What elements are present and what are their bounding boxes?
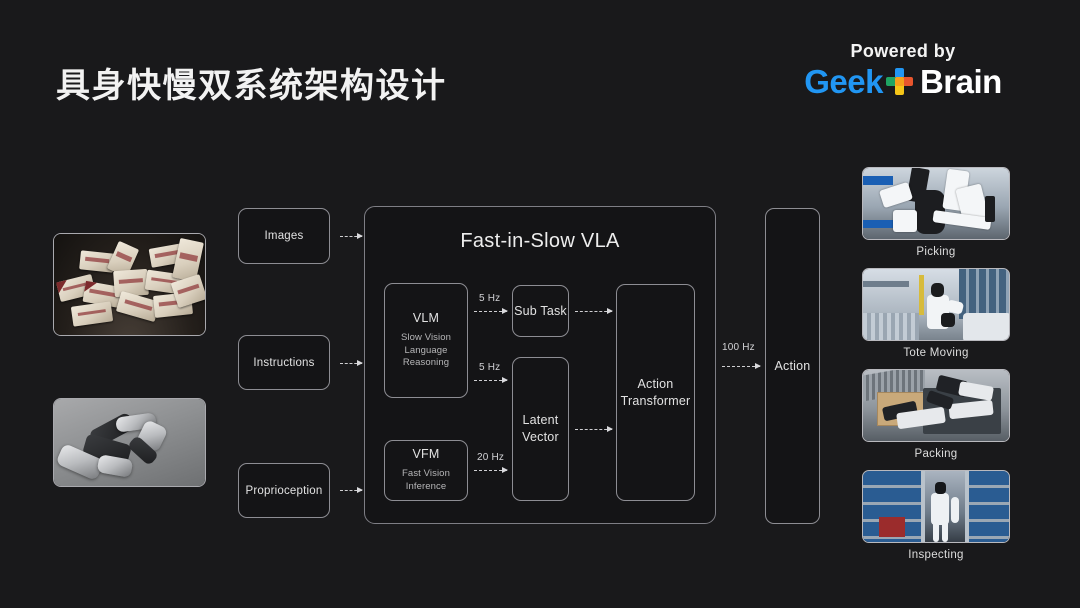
node-images-label: Images — [264, 230, 304, 242]
arrow-vlm-to-sub-task — [474, 308, 508, 315]
brand-geek-text: Geek — [804, 62, 883, 100]
task-thumb-packing — [862, 369, 1010, 442]
node-vlm[interactable]: VLM Slow Vision Language Reasoning — [384, 283, 468, 398]
task-caption-picking: Picking — [916, 246, 956, 258]
node-vlm-label: VLM — [412, 310, 440, 325]
arrow-instructions-to-vla — [340, 360, 363, 367]
node-vfm-label: VFM — [412, 447, 440, 462]
node-latent-vector-label: Latent Vector — [522, 413, 559, 444]
node-action[interactable]: Action — [765, 208, 820, 524]
arrow-latent-vector-to-action-transformer — [575, 426, 613, 433]
task-caption-tote-moving: Tote Moving — [903, 347, 969, 359]
node-action-transformer[interactable]: Action Transformer — [616, 284, 695, 501]
task-card-picking[interactable]: Picking — [862, 167, 1010, 258]
node-sub-task[interactable]: Sub Task — [512, 285, 569, 337]
task-thumb-picking — [862, 167, 1010, 240]
task-caption-inspecting: Inspecting — [908, 549, 964, 561]
node-instructions-label: Instructions — [253, 356, 315, 369]
rate-label-action: 100 Hz — [722, 342, 755, 353]
arrow-sub-task-to-action-transformer — [575, 308, 613, 315]
node-instructions[interactable]: Instructions — [238, 335, 330, 390]
arrow-transformer-to-action — [722, 363, 761, 370]
rate-label-vlm-subtask: 5 Hz — [479, 293, 501, 304]
rate-label-vfm-latent: 20 Hz — [477, 452, 505, 463]
task-thumb-inspecting — [862, 470, 1010, 543]
task-card-packing[interactable]: Packing — [862, 369, 1010, 460]
photo-robotic-hand — [53, 398, 206, 487]
vla-heading: Fast-in-Slow VLA — [460, 230, 620, 252]
node-proprioception[interactable]: Proprioception — [238, 463, 330, 518]
arrow-vlm-to-latent-vector — [474, 377, 508, 384]
page-title: 具身快慢双系统架构设计 — [56, 67, 447, 105]
node-vfm-subtitle: Fast Vision Inference — [402, 468, 450, 492]
rate-label-vlm-latent: 5 Hz — [479, 362, 501, 373]
node-latent-vector[interactable]: Latent Vector — [512, 357, 569, 501]
node-action-transformer-label: Action Transformer — [620, 376, 691, 408]
task-card-inspecting[interactable]: Inspecting — [862, 470, 1010, 561]
task-card-tote-moving[interactable]: Tote Moving — [862, 268, 1010, 359]
photo-bin-of-parcels — [53, 233, 206, 336]
node-action-label: Action — [774, 359, 811, 373]
node-images[interactable]: Images — [238, 208, 330, 264]
node-proprioception-label: Proprioception — [245, 484, 323, 497]
brand-brain-text: Brain — [919, 62, 1002, 100]
node-vlm-subtitle: Slow Vision Language Reasoning — [400, 331, 452, 369]
brand-wordmark: Geek Brain — [788, 65, 1018, 98]
arrow-images-to-vla — [340, 233, 363, 240]
node-vfm[interactable]: VFM Fast Vision Inference — [384, 440, 468, 501]
node-sub-task-label: Sub Task — [514, 304, 567, 318]
brand-logo: Powered by Geek Brain — [788, 41, 1018, 98]
arrow-vfm-to-latent-vector — [474, 467, 508, 474]
plus-cross-icon — [885, 67, 913, 95]
arrow-proprioception-to-vla — [340, 487, 363, 494]
task-caption-packing: Packing — [914, 448, 958, 460]
task-thumb-tote-moving — [862, 268, 1010, 341]
powered-by-label: Powered by — [850, 41, 956, 61]
